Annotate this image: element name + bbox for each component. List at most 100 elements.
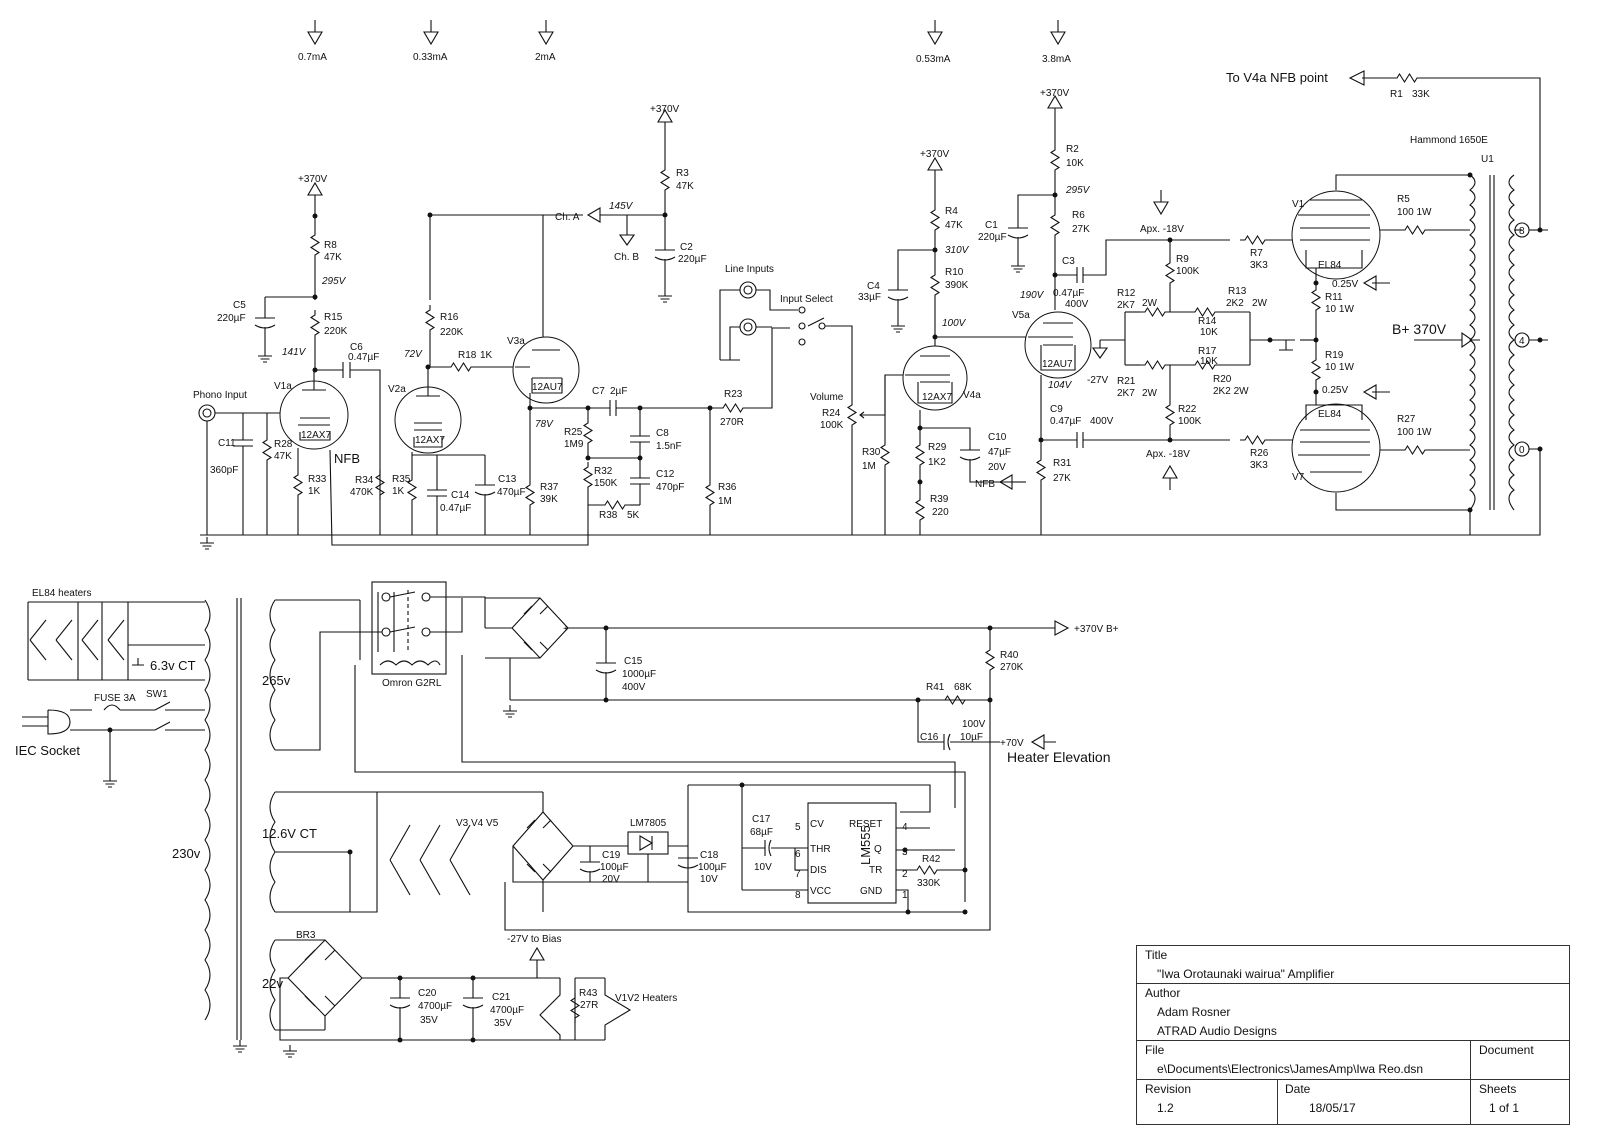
c19-value2: 20V — [602, 874, 620, 885]
r39-value: 220 — [932, 507, 949, 518]
revision-label: Revision — [1145, 1082, 1192, 1096]
input-selector: Line Inputs Input Select Volume R24 100K — [719, 264, 905, 535]
r25-label: R25 — [564, 427, 583, 438]
r40-value: 270K — [1000, 662, 1024, 673]
bridge-plus: + — [563, 624, 569, 635]
r32-value: 150K — [594, 478, 618, 489]
r6-value: 27K — [1072, 224, 1090, 235]
r12-label: R12 — [1117, 288, 1136, 299]
stage-v2a: 12AX7 V2a R16 220K 72V R18 1K R35 1K C14… — [388, 212, 526, 535]
file-value: e\Documents\Electronics\JamesAmp\Iwa Reo… — [1157, 1062, 1424, 1076]
stage-v5a: +370V R2 10K 295V C1 220µF R6 27K C3 0.4… — [978, 88, 1230, 535]
author-value: Adam Rosner — [1157, 1005, 1231, 1019]
sheets-value: 1 of 1 — [1489, 1101, 1520, 1115]
v141-label: 141V — [282, 347, 307, 358]
v145-label: 145V — [609, 201, 634, 212]
v1-type: EL84 — [1318, 260, 1342, 271]
r23-label: R23 — [724, 389, 743, 400]
v4a-type: 12AX7 — [922, 392, 952, 403]
pin-num: 1 — [902, 890, 908, 901]
c6-value: 0.47µF — [348, 352, 379, 363]
c6-label: C6 — [350, 342, 363, 353]
v72-label: 72V — [404, 349, 423, 360]
r22-value: 100K — [1178, 416, 1202, 427]
lm7805-label: LM7805 — [630, 818, 667, 829]
pin-gnd: GND — [860, 886, 882, 897]
r37-value: 39K — [540, 494, 558, 505]
c3-label: C3 — [1062, 256, 1075, 267]
r5-value: 100 1W — [1397, 207, 1432, 218]
iec-socket-label: IEC Socket — [15, 743, 80, 758]
r41-label: R41 — [926, 682, 945, 693]
c9-label: C9 — [1050, 404, 1063, 415]
r34-label: R34 — [355, 475, 374, 486]
r37-label: R37 — [540, 482, 559, 493]
c16-value2: 10µF — [960, 732, 983, 743]
r38-value: 5K — [627, 510, 640, 521]
v370-label: +370V — [920, 149, 950, 160]
power-transformer: EL84 heaters 6.3v CT IEC Socket FUSE 3A … — [15, 588, 317, 1053]
c17-value1: 68µF — [750, 827, 773, 838]
r16-label: R16 — [440, 312, 459, 323]
v370-label: +370V — [650, 104, 680, 115]
v295b-label: 295V — [1065, 185, 1091, 196]
c13-label: C13 — [498, 474, 517, 485]
r40-label: R40 — [1000, 650, 1019, 661]
r27-value: 100 1W — [1397, 427, 1432, 438]
r20-value: 2K2 2W — [1213, 386, 1249, 397]
r4-value: 47K — [945, 220, 963, 231]
c2-value: 220µF — [678, 254, 707, 265]
r9-value: 100K — [1176, 266, 1200, 277]
pin-num: 7 — [795, 869, 801, 880]
nfb-label-v4a: NFB — [975, 479, 995, 490]
r41-value: 68K — [954, 682, 972, 693]
c9-value1: 0.47µF — [1050, 416, 1081, 427]
v1-label: V1 — [1292, 199, 1305, 210]
v3a-label: V3a — [507, 336, 525, 347]
r31-label: R31 — [1053, 458, 1072, 469]
r35-value: 1K — [392, 486, 405, 497]
heater-elevation-label: Heater Elevation — [1007, 749, 1111, 765]
c18-value2: 10V — [700, 874, 718, 885]
r36-value: 1M — [718, 496, 732, 507]
r20-label: R20 — [1213, 374, 1232, 385]
r7-label: R7 — [1250, 248, 1263, 259]
c19-value1: 100µF — [600, 862, 629, 873]
pin-cv: CV — [810, 819, 824, 830]
r29-label: R29 — [928, 442, 947, 453]
r22-label: R22 — [1178, 404, 1197, 415]
r28-label: R28 — [274, 439, 293, 450]
v4a-label: V4a — [963, 390, 981, 401]
b370-label: +370V B+ — [1074, 624, 1119, 635]
supply-label: 0.53mA — [916, 54, 951, 65]
pin-vcc: VCC — [810, 886, 831, 897]
v190-label: 190V — [1020, 290, 1045, 301]
r14-value: 10K — [1200, 327, 1218, 338]
c20-value2: 35V — [420, 1015, 438, 1026]
sheets-label: Sheets — [1479, 1082, 1517, 1096]
r33-label: R33 — [308, 474, 327, 485]
c5-value: 220µF — [217, 313, 246, 324]
cha-label: Ch. A — [555, 212, 580, 223]
r42-value: 330K — [917, 878, 941, 889]
c1-value: 220µF — [978, 232, 1007, 243]
date-value: 18/05/17 — [1309, 1101, 1356, 1115]
v025b-label: 0.25V — [1322, 385, 1348, 396]
r11-value: 10 1W — [1325, 304, 1354, 315]
v27-label: -27V — [1087, 375, 1108, 386]
volume-label: Volume — [810, 392, 844, 403]
r3-value: 47K — [676, 181, 694, 192]
v295-label: 295V — [321, 276, 347, 287]
c9-value2: 400V — [1090, 416, 1114, 427]
terminal-8: 8 — [1519, 226, 1525, 237]
v1v2-heaters-label: V1V2 Heaters — [615, 993, 677, 1004]
v70-label: +70V — [1000, 738, 1024, 749]
supply-label: 2mA — [535, 52, 556, 63]
r24-value: 100K — [820, 420, 844, 431]
r6-label: R6 — [1072, 210, 1085, 221]
chb-label: Ch. B — [614, 252, 639, 263]
r36-label: R36 — [718, 482, 737, 493]
c5-label: C5 — [233, 300, 246, 311]
r16-value: 220K — [440, 327, 464, 338]
